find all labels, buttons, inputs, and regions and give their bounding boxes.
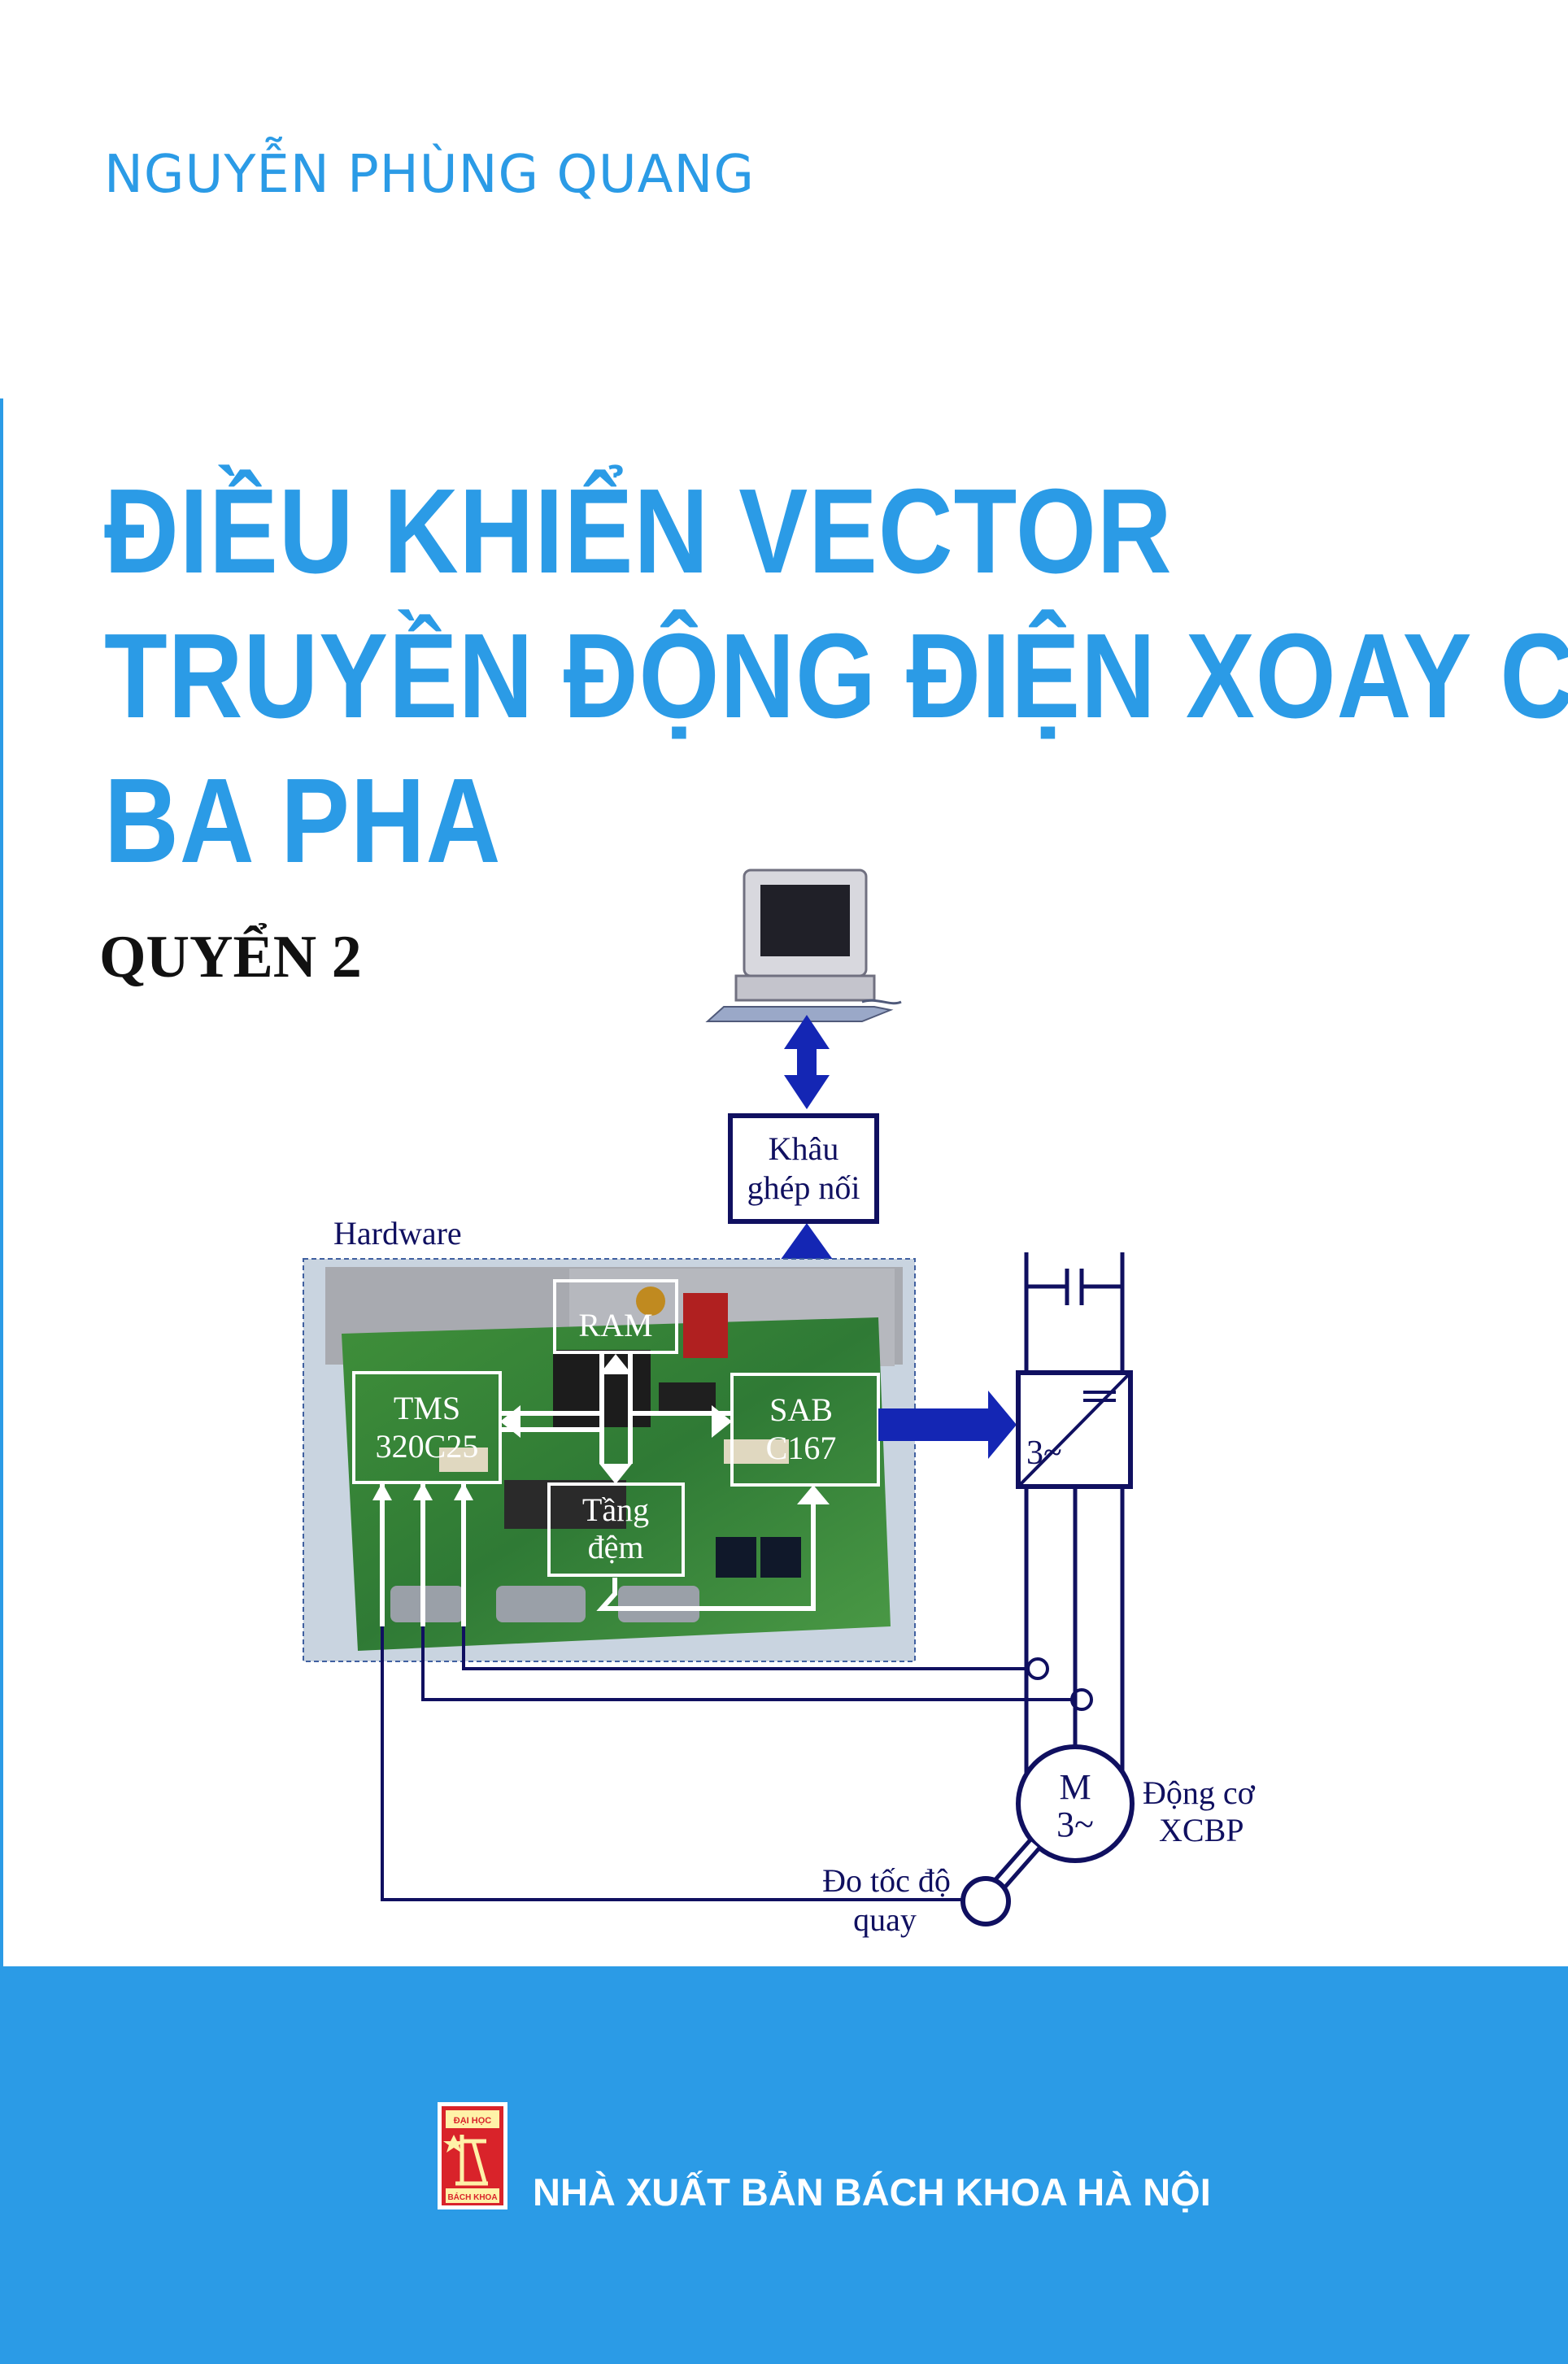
sab-inverter-arrow: [878, 1391, 1017, 1459]
motor-symbol: M 3~: [1016, 1744, 1135, 1863]
control-system-diagram: Khâu ghép nối Hardware: [303, 869, 1256, 1938]
motor-label-1: M: [1059, 1767, 1091, 1807]
board-arrow-heads: [372, 1354, 830, 1504]
volume-label: QUYỂN 2: [99, 924, 362, 990]
feedback-lines: [381, 1626, 1075, 1901]
speed-sensor: [960, 1839, 1041, 1926]
tms-block-label-2: 320C25: [376, 1428, 479, 1465]
buffer-block-label-1: Tầng: [582, 1491, 649, 1528]
sab-block-label-1: SAB: [769, 1391, 833, 1428]
logo-text-bottom: BÁCH KHOA: [447, 2192, 497, 2202]
publisher-band: [0, 1966, 1568, 2364]
motor-label-2: 3~: [1056, 1805, 1094, 1844]
sensor-caption-1: Đo tốc độ: [822, 1862, 951, 1899]
hardware-label: Hardware: [333, 1215, 462, 1252]
computer-icon: [705, 869, 902, 1022]
power-lines: [1024, 1252, 1125, 1773]
author-name: NGUYỄN PHÙNG QUANG: [104, 145, 755, 205]
inverter-label: 3~: [1026, 1435, 1062, 1472]
sensor-caption-2: quay: [853, 1901, 917, 1938]
bach-khoa-logo-icon: ĐẠI HỌC BÁCH KHOA: [438, 2102, 507, 2209]
motor-caption-2: XCBP: [1159, 1812, 1244, 1848]
interface-label-1: Khâu: [769, 1130, 839, 1167]
inverter-block: 3~: [1016, 1370, 1133, 1489]
ram-block-label: RAM: [578, 1307, 652, 1343]
sab-block-label-2: C167: [766, 1430, 837, 1466]
logo-text-top: ĐẠI HỌC: [454, 2116, 492, 2126]
title-line-2: TRUYỀN ĐỘNG ĐIỆN XOAY CHIỀU: [104, 609, 1568, 743]
interface-label-2: ghép nối: [747, 1169, 860, 1206]
interface-block: Khâu ghép nối: [728, 1113, 879, 1224]
motor-caption-1: Động cơ: [1143, 1774, 1256, 1811]
pc-interface-arrow: [784, 1015, 830, 1109]
feedback-junction-1: [1026, 1657, 1049, 1680]
tms-block-label-1: TMS: [394, 1390, 460, 1426]
title-line-1: ĐIỀU KHIỂN VECTOR: [104, 464, 1173, 599]
publisher-name: NHÀ XUẤT BẢN BÁCH KHOA HÀ NỘI: [533, 2170, 1211, 2214]
left-accent-rule: [0, 398, 3, 1968]
title-line-3: BA PHA: [104, 754, 502, 888]
book-title: ĐIỀU KHIỂN VECTOR TRUYỀN ĐỘNG ĐIỆN XOAY …: [104, 459, 1568, 894]
buffer-block-label-2: đệm: [588, 1529, 644, 1565]
